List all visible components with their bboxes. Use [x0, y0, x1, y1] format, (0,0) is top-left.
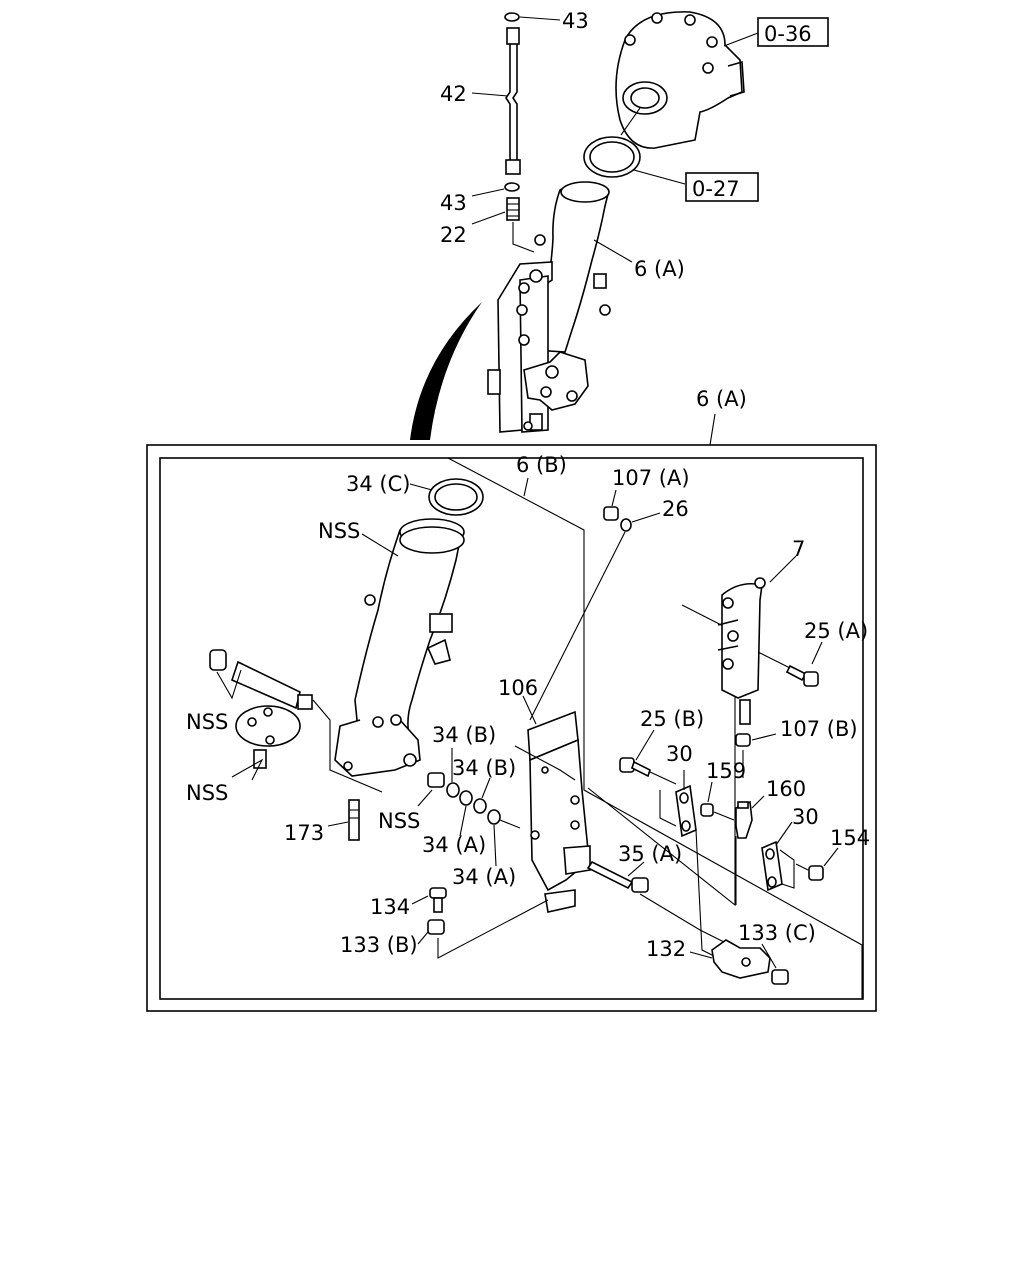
label-7: 7	[792, 537, 805, 561]
clamp-30-right	[761, 840, 783, 892]
nut-133c	[771, 969, 789, 985]
label-154: 154	[830, 826, 870, 850]
ref-0-27: 0-27	[692, 177, 740, 201]
stud-173	[348, 799, 360, 841]
label-26: 26	[662, 497, 689, 521]
bracket-7	[717, 577, 766, 725]
label-107b: 107 (B)	[780, 717, 858, 741]
label-132: 132	[646, 937, 686, 961]
pipe-6a	[534, 181, 611, 353]
label-frame-6a: 6 (A)	[696, 387, 747, 411]
label-22: 22	[440, 223, 467, 247]
label-107a: 107 (A)	[612, 466, 690, 490]
label-30-left: 30	[666, 742, 693, 766]
upper-assembly	[410, 11, 759, 440]
label-34b-2: 34 (B)	[452, 756, 516, 780]
label-42: 42	[440, 82, 467, 106]
ref-0-36: 0-36	[764, 22, 812, 46]
label-106: 106	[498, 676, 538, 700]
turbocharger	[615, 11, 745, 149]
nut-133b	[427, 919, 445, 935]
fitting-22	[506, 197, 520, 221]
gasket-0-27	[583, 136, 641, 178]
washer-43-bottom	[504, 182, 520, 192]
bracket-106	[527, 710, 591, 913]
label-134: 134	[370, 895, 410, 919]
nut-107b	[735, 733, 751, 747]
bolt-134	[429, 887, 447, 913]
label-43-top: 43	[562, 9, 589, 33]
seal-34c	[428, 478, 484, 516]
bracket-132	[711, 939, 771, 979]
label-6a-top: 6 (A)	[634, 257, 685, 281]
bolt-35a	[586, 860, 649, 893]
label-43-bottom: 43	[440, 191, 467, 215]
detail-frame-outer	[146, 444, 877, 1012]
pipe-42	[505, 27, 521, 175]
label-25a: 25 (A)	[804, 619, 868, 643]
pipe-nss	[334, 518, 465, 777]
group-outline-7	[587, 604, 736, 907]
spacer-159	[700, 803, 714, 817]
group-outline-6b	[447, 457, 863, 999]
clip-160	[735, 800, 753, 839]
washer-34a-2	[487, 809, 501, 825]
label-nss-pipe: NSS	[318, 519, 360, 543]
label-173: 173	[284, 821, 324, 845]
shaft-nss	[209, 649, 313, 769]
detail-arrow	[410, 302, 482, 440]
label-133c: 133 (C)	[738, 921, 816, 945]
label-nss-plate: NSS	[186, 781, 228, 805]
washer-26	[620, 518, 632, 532]
bracket-upper	[487, 261, 589, 433]
label-25b: 25 (B)	[640, 707, 704, 731]
washer-34b-2	[473, 798, 487, 814]
detail-assembly	[209, 478, 839, 985]
nut-107a	[603, 506, 619, 521]
nut-154	[808, 865, 824, 881]
label-34a-1: 34 (A)	[422, 833, 486, 857]
label-34c: 34 (C)	[346, 472, 410, 496]
nut-nss	[427, 772, 445, 788]
label-34b-1: 34 (B)	[432, 723, 496, 747]
label-35a: 35 (A)	[618, 842, 682, 866]
ref-box-0-36	[757, 17, 829, 47]
label-30-right: 30	[792, 805, 819, 829]
ref-box-0-27	[685, 172, 759, 202]
label-133b: 133 (B)	[340, 933, 418, 957]
bolt-25a	[785, 664, 819, 687]
label-159: 159	[706, 759, 746, 783]
detail-frame-inner	[159, 457, 864, 1000]
clamp-30-left	[675, 784, 697, 838]
bolt-25b	[619, 757, 651, 778]
washer-34a-1	[459, 790, 473, 806]
washer-34b-1	[446, 782, 460, 798]
washer-43-top	[504, 12, 520, 22]
label-6b: 6 (B)	[516, 453, 567, 477]
label-nss-shaft: NSS	[186, 710, 228, 734]
label-160: 160	[766, 777, 806, 801]
label-nss-nut: NSS	[378, 809, 420, 833]
label-34a-2: 34 (A)	[452, 865, 516, 889]
